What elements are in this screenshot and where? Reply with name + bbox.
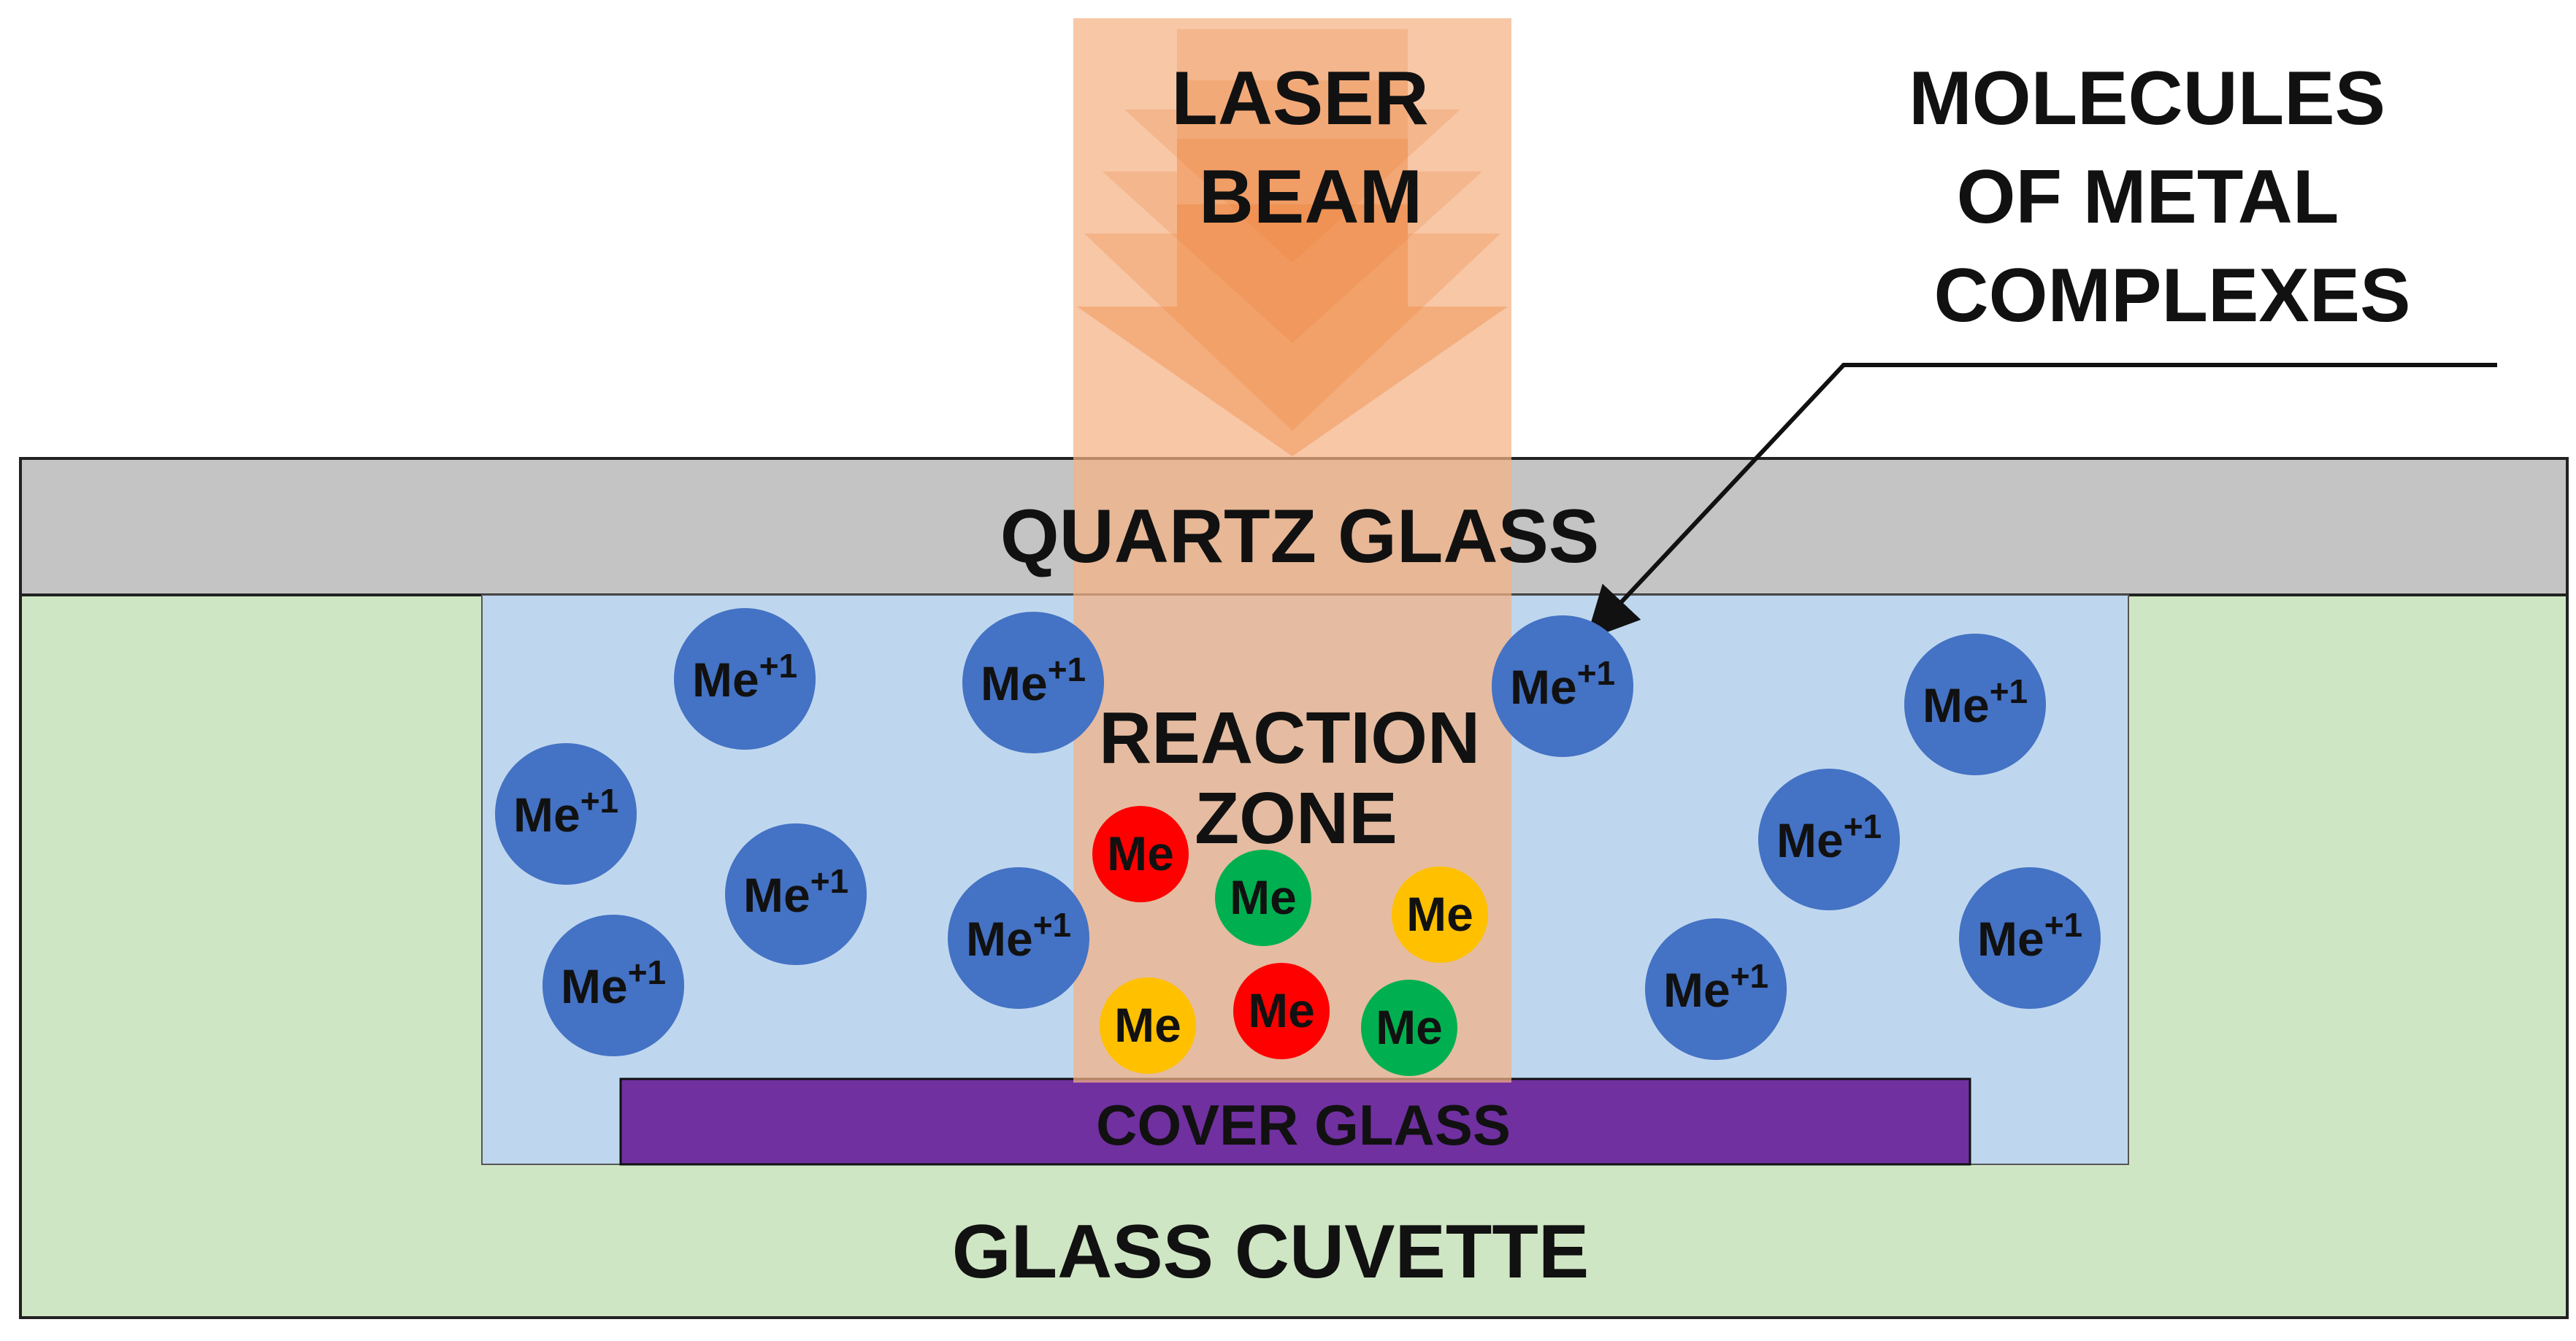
metal-ion-circle: [674, 608, 816, 750]
metal-ion-circle: [725, 823, 867, 965]
reaction-zone-label: REACTION ZONE: [1099, 697, 1500, 859]
glass-cuvette-label: GLASS CUVETTE: [952, 1210, 1590, 1294]
metal-atom-circle: [1100, 977, 1196, 1074]
metal-atom-red: Me: [1233, 963, 1330, 1059]
metal-ion-label: Me+1: [743, 862, 848, 922]
metal-atom-yellow: Me: [1392, 867, 1488, 963]
metal-ion: Me+1: [495, 743, 637, 885]
metal-ion: Me+1: [543, 915, 684, 1056]
metal-ion: Me+1: [674, 608, 816, 750]
metal-atom-label: Me: [1248, 983, 1315, 1037]
metal-ion-label: Me+1: [1776, 807, 1882, 867]
metal-ion-circle: [495, 743, 637, 885]
metal-atom-green: Me: [1215, 850, 1311, 946]
metal-ion: Me+1: [1758, 769, 1900, 910]
leader-line: [1585, 363, 2497, 640]
metal-ion: Me+1: [1904, 634, 2046, 775]
metal-atom-label: Me: [1107, 826, 1174, 880]
metal-atom-circle: [1392, 867, 1488, 963]
metal-atom-label: Me: [1406, 887, 1473, 941]
metal-ion-circle: [1645, 918, 1787, 1060]
laser-beam-label: LASER BEAM: [1171, 56, 1449, 239]
metal-atom-label: Me: [1230, 870, 1297, 924]
molecules-label: MOLECULES OF METAL COMPLEXES: [1909, 56, 2410, 338]
metal-atom-circle: [1215, 850, 1311, 946]
metal-ion-circle: [1959, 867, 2101, 1009]
metal-atom-circle: [1233, 963, 1330, 1059]
metal-ion: Me+1: [948, 867, 1089, 1009]
metal-atom-circle: [1092, 806, 1189, 902]
metal-ion-circle: [1758, 769, 1900, 910]
metal-ion-circle: [962, 612, 1104, 753]
metal-atom-circle: [1361, 980, 1457, 1076]
cover-glass-label: COVER GLASS: [1096, 1093, 1511, 1157]
metal-atom-label: Me: [1376, 1000, 1443, 1054]
laser-arrow-icon: [1077, 29, 1508, 456]
metal-atom-green: Me: [1361, 980, 1457, 1076]
quartz-glass-label: QUARTZ GLASS: [1000, 494, 1599, 579]
metal-ion-circle: [1904, 634, 2046, 775]
metal-ion: Me+1: [725, 823, 867, 965]
metal-atom-yellow: Me: [1100, 977, 1196, 1074]
metal-ion: Me+1: [1645, 918, 1787, 1060]
metal-ion-circle: [543, 915, 684, 1056]
metal-ion: Me+1: [962, 612, 1104, 753]
metal-atom-label: Me: [1114, 998, 1181, 1052]
metal-ion: Me+1: [1959, 867, 2101, 1009]
metal-atom-red: Me: [1092, 806, 1189, 902]
metal-ion-circle: [948, 867, 1089, 1009]
metal-ion: Me+1: [1492, 615, 1633, 757]
cover-glass: [619, 1077, 1971, 1166]
metal-ion-circle: [1492, 615, 1633, 757]
